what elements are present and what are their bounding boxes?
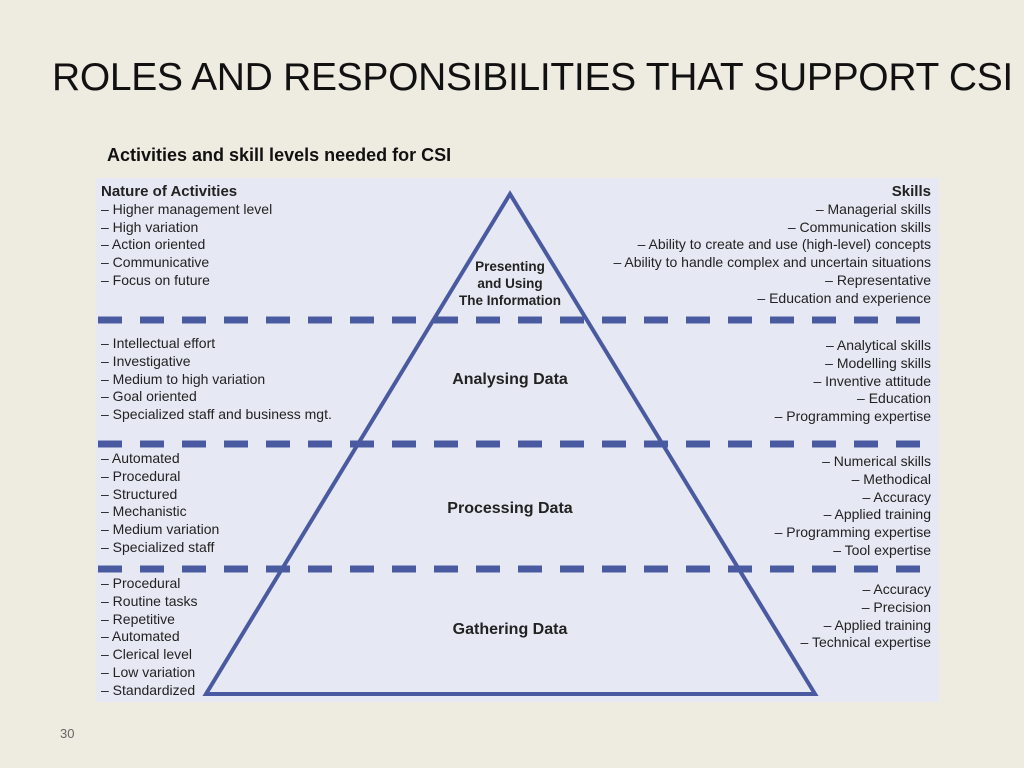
skill-item: – Ability to create and use (high-level)… xyxy=(637,236,931,253)
activities-column-level-2: – Automated – Procedural – Structured – … xyxy=(101,450,219,557)
activity-item: – Medium to high variation xyxy=(101,370,266,387)
skill-item: – Tool expertise xyxy=(833,541,931,558)
activity-item: – Medium variation xyxy=(101,521,220,538)
activity-item: – Automated xyxy=(101,628,180,645)
level-label-analysing: Analysing Data xyxy=(452,371,568,388)
skill-item: – Programming expertise xyxy=(774,524,931,541)
activity-item: – Higher management level xyxy=(101,200,273,217)
skill-item: – Numerical skills xyxy=(822,453,931,469)
skill-item: – Accuracy xyxy=(862,488,931,505)
activity-item: – Routine tasks xyxy=(101,592,198,609)
skill-item: – Managerial skills xyxy=(815,200,931,217)
skill-item: – Modelling skills xyxy=(825,354,931,371)
activities-column-level-1: – Intellectual effort – Investigative – … xyxy=(101,335,332,424)
activity-item: – Clerical level xyxy=(101,646,193,663)
activity-item: – Intellectual effort xyxy=(101,335,216,351)
slide-title: ROLES AND RESPONSIBILITIES THAT SUPPORT … xyxy=(52,56,1013,99)
skill-item: – Education xyxy=(857,390,931,407)
activities-header: Nature of Activities xyxy=(101,183,238,200)
page-number: 30 xyxy=(60,726,75,741)
skill-item: – Accuracy xyxy=(862,581,931,597)
activity-item: – Standardized xyxy=(101,681,196,698)
activity-item: – Focus on future xyxy=(101,271,210,288)
skill-item: – Applied training xyxy=(823,616,931,633)
activity-item: – Procedural xyxy=(101,467,181,484)
activities-column-level-0: Nature of Activities – Higher management… xyxy=(101,183,272,290)
skill-item: – Representative xyxy=(825,271,931,288)
level-label-processing: Processing Data xyxy=(447,500,573,517)
skills-column-level-0: Skills – Managerial skills – Communicati… xyxy=(613,183,931,308)
activity-item: – Low variation xyxy=(101,663,196,680)
diagram-subtitle: Activities and skill levels needed for C… xyxy=(107,145,452,165)
activity-item: – Goal oriented xyxy=(101,388,197,405)
activity-item: – Specialized staff xyxy=(101,538,215,555)
skill-item: – Ability to handle complex and uncertai… xyxy=(613,254,931,271)
skill-item: – Precision xyxy=(861,598,931,615)
activity-item: – Communicative xyxy=(101,254,210,271)
activity-item: – Action oriented xyxy=(101,236,206,253)
skills-column-level-1: – Analytical skills – Modelling skills –… xyxy=(775,337,931,426)
pyramid-diagram xyxy=(98,190,937,696)
skills-column-level-3: – Accuracy – Precision – Applied trainin… xyxy=(801,581,931,652)
level-label-presenting: Presenting and Using The Information xyxy=(459,259,561,308)
skill-item: – Applied training xyxy=(823,506,931,523)
activity-item: – Structured xyxy=(101,485,178,502)
level-label-gathering: Gathering Data xyxy=(452,621,568,638)
skills-column-level-2: – Numerical skills – Methodical – Accura… xyxy=(775,453,931,560)
skills-header: Skills xyxy=(891,183,931,200)
skill-item: – Communication skills xyxy=(787,218,931,235)
activity-item: – Investigative xyxy=(101,352,191,369)
activity-item: – High variation xyxy=(101,218,199,235)
skill-item: – Technical expertise xyxy=(800,634,931,651)
activities-column-level-3: – Procedural – Routine tasks – Repetitiv… xyxy=(101,575,198,700)
skill-item: – Analytical skills xyxy=(825,337,931,353)
pyramid-panel: Nature of Activities – Higher management… xyxy=(96,178,939,702)
skill-item: – Inventive attitude xyxy=(813,372,931,389)
activity-item: – Procedural xyxy=(101,575,181,591)
pyramid-outline xyxy=(202,190,819,696)
skill-item: – Methodical xyxy=(851,470,931,487)
activity-item: – Specialized staff and business mgt. xyxy=(101,406,332,423)
activity-item: – Automated xyxy=(101,450,180,466)
activity-item: – Mechanistic xyxy=(101,503,187,520)
skill-item: – Programming expertise xyxy=(774,408,931,425)
skill-item: – Education and experience xyxy=(757,289,931,306)
activity-item: – Repetitive xyxy=(101,610,175,627)
